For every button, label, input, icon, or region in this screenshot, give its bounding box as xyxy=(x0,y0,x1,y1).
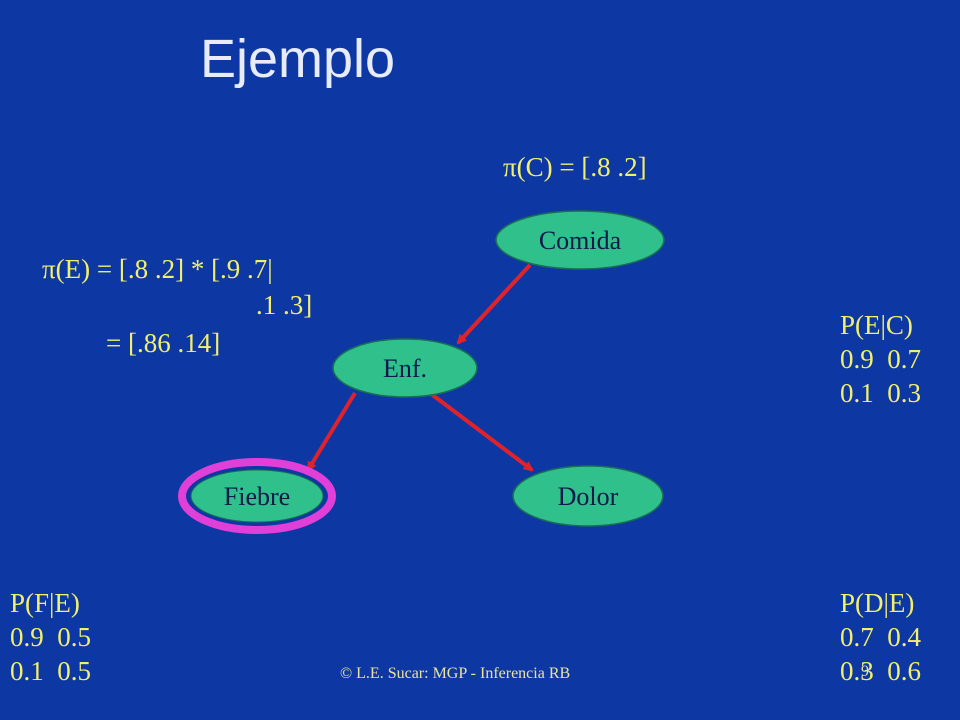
node-enf: Enf. xyxy=(332,338,478,398)
node-dolor: Dolor xyxy=(512,465,664,527)
node-fiebre-highlight xyxy=(178,458,336,534)
node-enf-label: Enf. xyxy=(383,354,427,383)
table-f-given-e-row2: 0.1 0.5 xyxy=(10,656,91,686)
node-fiebre-label: Fiebre xyxy=(224,482,290,511)
table-d-given-e-row1: 0.7 0.4 xyxy=(840,622,921,652)
node-comida: Comida xyxy=(495,210,665,270)
table-d-given-e-row2: 0.3 0.6 xyxy=(840,656,921,686)
page-number: 9 xyxy=(861,663,869,680)
table-d-given-e-header: P(D|E) xyxy=(840,588,915,618)
table-e-given-c-header: P(E|C) xyxy=(840,310,913,340)
edge-enf-dolor xyxy=(428,391,534,472)
table-f-given-e-row1: 0.9 0.5 xyxy=(10,622,91,652)
node-comida-label: Comida xyxy=(539,226,622,255)
table-f-given-e-header: P(F|E) xyxy=(10,588,80,618)
table-e-given-c: P(E|C) 0.9 0.7 0.1 0.3 xyxy=(840,308,921,410)
slide-title: Ejemplo xyxy=(200,29,396,89)
table-f-given-e: P(F|E) 0.9 0.5 0.1 0.5 xyxy=(10,586,91,688)
table-e-given-c-row2: 0.1 0.3 xyxy=(840,378,921,408)
pi-e-line1: π(E) = [.8 .2] * [.9 .7| xyxy=(42,254,273,284)
edge-comida-enf xyxy=(456,263,532,345)
table-e-given-c-row1: 0.9 0.7 xyxy=(840,344,921,374)
node-dolor-label: Dolor xyxy=(558,482,619,511)
pi-e-line3: = [.86 .14] xyxy=(106,328,221,358)
footer-copyright: © L.E. Sucar: MGP - Inferencia RB xyxy=(340,665,571,682)
edge-enf-fiebre xyxy=(306,391,357,472)
prior-c-label: π(C) = [.8 .2] xyxy=(503,152,647,182)
pi-e-line2: .1 .3] xyxy=(256,290,313,320)
node-fiebre: Fiebre xyxy=(178,458,336,534)
table-d-given-e: P(D|E) 0.7 0.4 0.3 0.6 xyxy=(840,586,921,688)
